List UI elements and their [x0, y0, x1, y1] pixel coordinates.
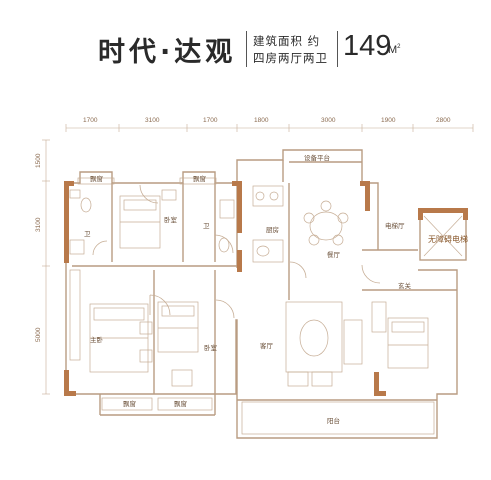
area-label: 建筑面积 约 四房两厅两卫	[253, 33, 337, 67]
room-bay-window-4: 飘窗	[174, 399, 187, 408]
wall-accents	[64, 181, 468, 396]
room-bathroom-2: 卫	[203, 222, 210, 230]
room-living: 客厅	[260, 341, 274, 350]
room-bay-window-2: 飘窗	[193, 174, 206, 183]
room-equipment-platform: 设备平台	[304, 153, 330, 162]
room-master-bedroom: 主卧	[90, 335, 104, 344]
header-divider-right	[337, 31, 338, 67]
room-elevator-hall: 电梯厅	[385, 221, 405, 230]
dim-top-6: 1900	[381, 117, 396, 124]
room-bedroom-1: 卧室	[164, 215, 178, 224]
dim-top-4: 1800	[254, 117, 269, 124]
dim-left-2: 3100	[35, 217, 42, 232]
walls	[65, 149, 467, 439]
area-value: 149	[343, 30, 392, 62]
dimension-lines	[42, 124, 474, 395]
room-bedroom-2: 卧室	[204, 343, 218, 352]
area-label-line2: 四房两厅两卫	[253, 51, 328, 65]
room-balcony: 阳台	[327, 416, 340, 425]
room-bathroom-1: 卫	[84, 230, 91, 238]
doors	[92, 184, 381, 319]
dim-left-3: 5000	[35, 327, 42, 342]
room-dining: 餐厅	[327, 250, 341, 259]
dim-top-7: 2800	[436, 117, 451, 124]
dim-top-1: 1700	[83, 117, 98, 124]
area-unit-sup: 2	[397, 44, 401, 50]
room-kitchen: 厨房	[266, 225, 279, 234]
furniture	[69, 177, 463, 435]
area-unit: M2	[388, 44, 401, 56]
project-title: 时代·达观	[98, 37, 237, 68]
room-entrance: 玄关	[398, 281, 412, 290]
room-bay-window-3: 飘窗	[123, 399, 136, 408]
dim-top-5: 3000	[321, 117, 336, 124]
area-unit-text: M	[388, 44, 398, 56]
dim-top-3: 1700	[203, 117, 218, 124]
room-accessible-elevator: 无障碍电梯	[428, 234, 468, 244]
area-label-line1: 建筑面积 约	[253, 34, 321, 48]
header-divider-left	[246, 31, 247, 67]
room-bay-window-1: 飘窗	[90, 174, 103, 183]
dim-top-2: 3100	[145, 117, 160, 124]
dim-left-1: 1500	[35, 153, 42, 168]
